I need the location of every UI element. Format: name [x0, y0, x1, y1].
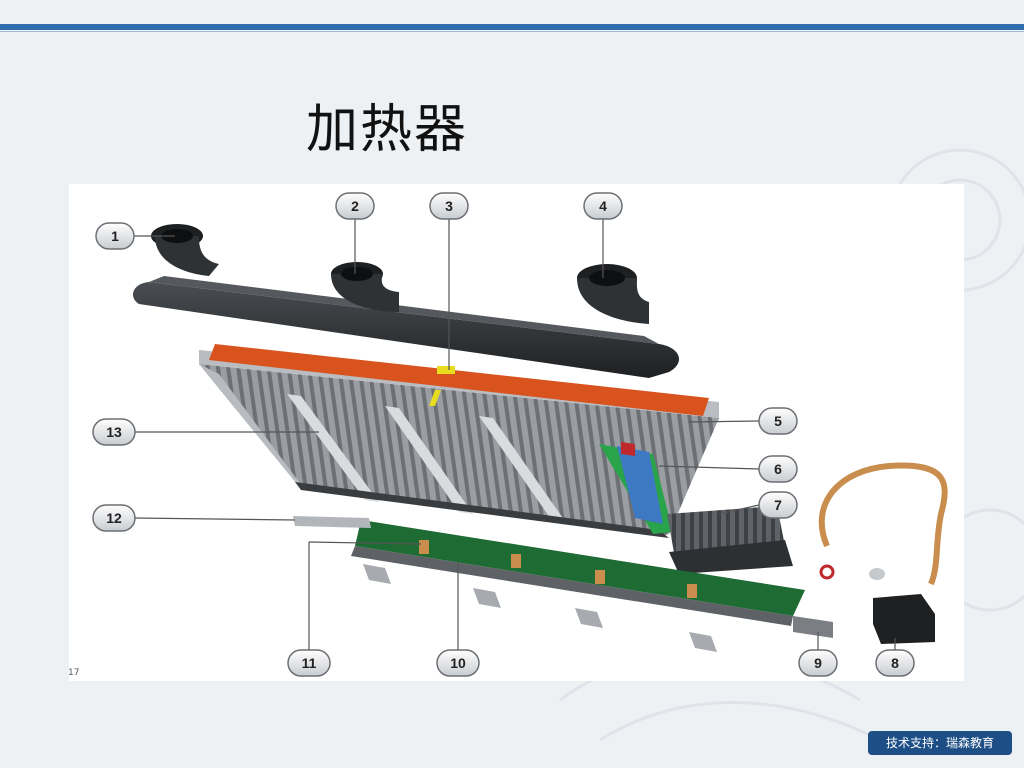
- circuit-board: [293, 516, 833, 652]
- svg-text:3: 3: [445, 198, 453, 214]
- callout-12: 12: [92, 504, 136, 532]
- callout-5: 5: [758, 407, 798, 435]
- svg-text:7: 7: [774, 497, 782, 513]
- callout-7: 7: [758, 491, 798, 519]
- svg-text:5: 5: [774, 413, 782, 429]
- callout-13: 13: [92, 418, 136, 446]
- callout-9: 9: [798, 649, 838, 677]
- svg-text:1: 1: [111, 228, 119, 244]
- callout-3: 3: [429, 192, 469, 220]
- power-cable-connector: [818, 462, 948, 644]
- footer-badge: 技术支持：瑞森教育: [868, 731, 1012, 755]
- svg-text:8: 8: [891, 655, 899, 671]
- callout-11: 11: [287, 649, 331, 677]
- svg-text:4: 4: [599, 198, 607, 214]
- figure-code: 17: [68, 668, 80, 678]
- callout-4: 4: [583, 192, 623, 220]
- callout-10: 10: [436, 649, 480, 677]
- svg-text:9: 9: [814, 655, 822, 671]
- callout-1: 1: [95, 222, 135, 250]
- svg-text:2: 2: [351, 198, 359, 214]
- heater-exploded-diagram: 1 2 3 4 5 6 7 8: [69, 184, 964, 681]
- callout-8: 8: [875, 649, 915, 677]
- svg-text:11: 11: [302, 655, 317, 671]
- svg-text:13: 13: [106, 424, 122, 440]
- callout-6: 6: [758, 455, 798, 483]
- svg-text:6: 6: [774, 461, 782, 477]
- svg-text:12: 12: [106, 510, 122, 526]
- leader-lines: [133, 218, 896, 662]
- heating-element-block: [199, 344, 793, 574]
- heater-cover: [133, 224, 680, 378]
- svg-text:10: 10: [450, 655, 466, 671]
- slide-title: 加热器: [306, 100, 469, 160]
- header-rule-thin: [0, 31, 1024, 32]
- callout-2: 2: [335, 192, 375, 220]
- header-rule: [0, 24, 1024, 30]
